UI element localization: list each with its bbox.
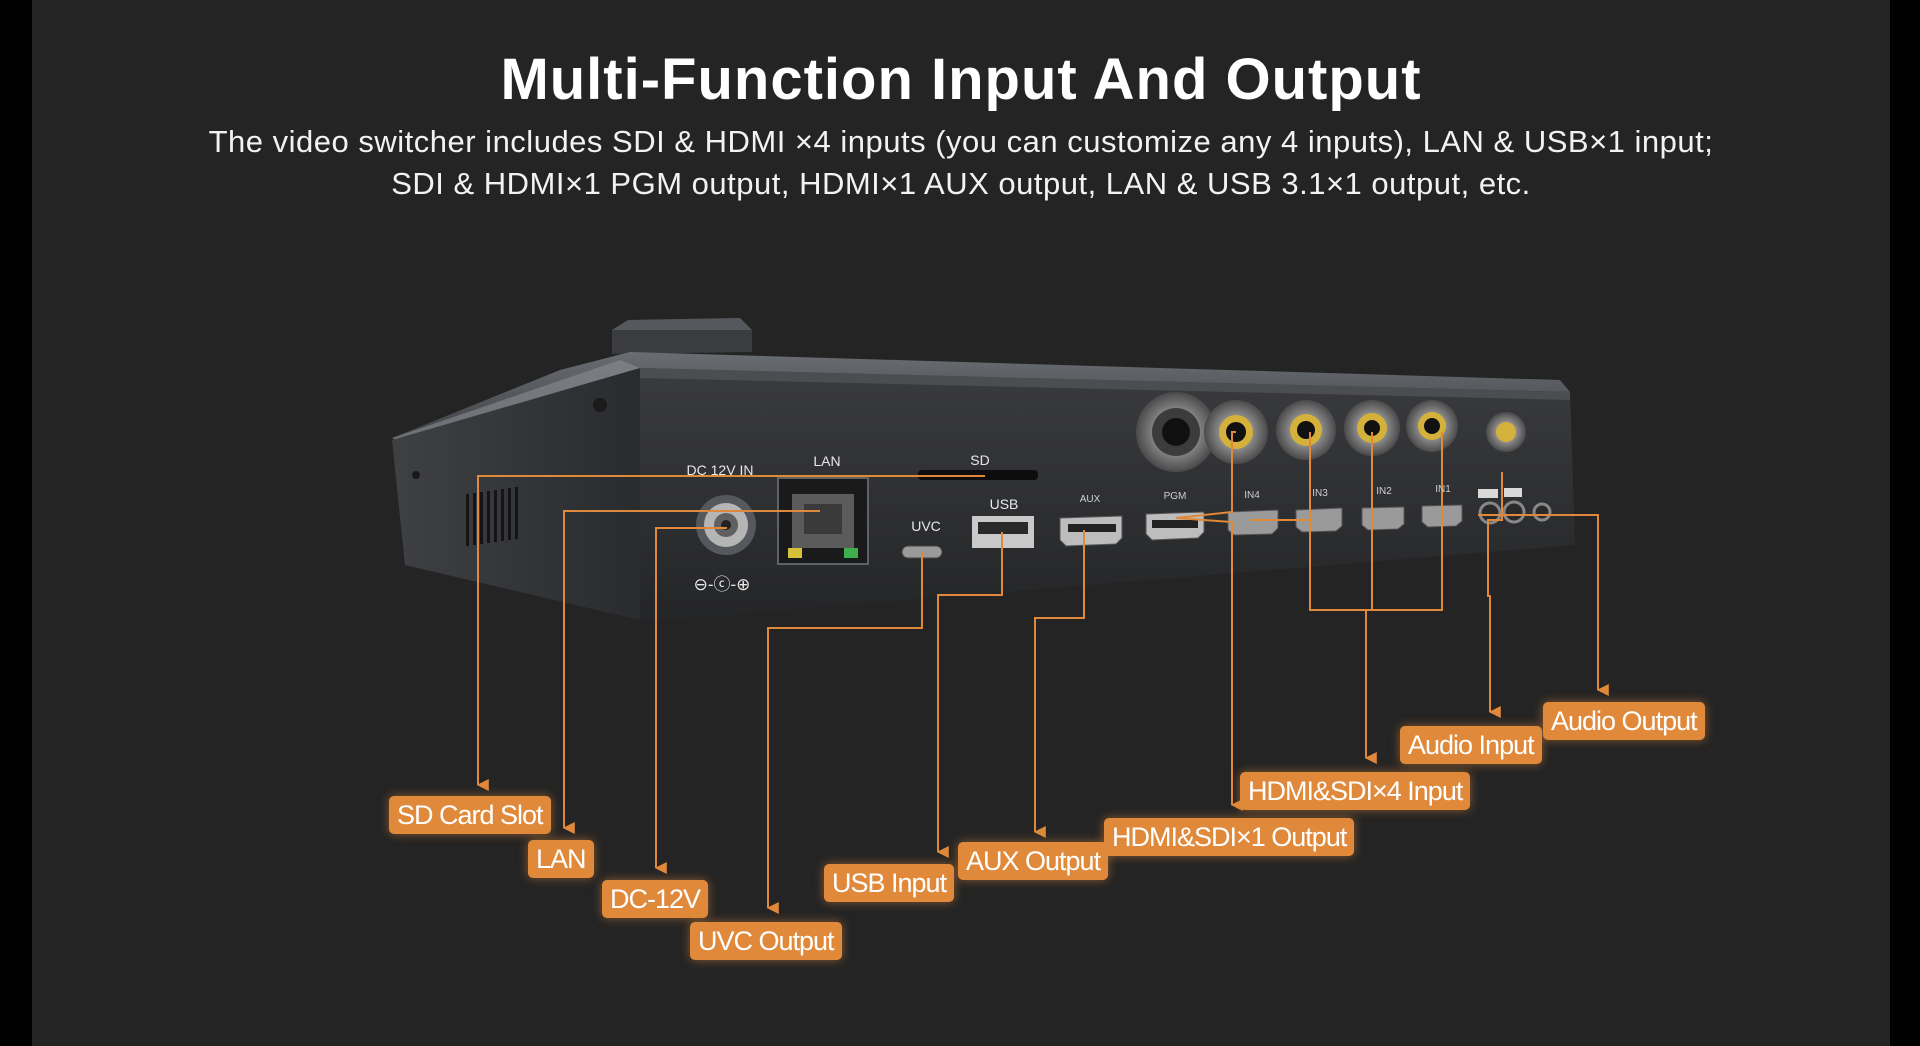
port-label-lan: LAN <box>813 453 841 469</box>
hdmi-port-in2 <box>1361 506 1405 531</box>
description-line-1: The video switcher includes SDI & HDMI ×… <box>208 124 1714 159</box>
callout-uvc-output: UVC Output <box>690 922 842 960</box>
port-label-in3: IN3 <box>1312 488 1328 499</box>
callout-audio-input: Audio Input <box>1400 726 1542 764</box>
screw-hole <box>593 398 607 412</box>
leader-line-output <box>1175 431 1243 811</box>
description-line-2: SDI & HDMI×1 PGM output, HDMI×1 AUX outp… <box>391 166 1531 201</box>
leader-line-audio-out <box>1478 514 1609 696</box>
bnc-connector-in2 <box>1344 400 1400 456</box>
port-label-in4: IN4 <box>1244 490 1260 501</box>
leader-line-aux <box>1033 530 1085 838</box>
port-label-pgm: PGM <box>1163 491 1187 502</box>
vent-grille <box>466 487 518 546</box>
leader-line-audio-in <box>1487 472 1503 718</box>
port-label-sd: SD <box>970 452 990 468</box>
bnc-connector-in3 <box>1276 400 1336 460</box>
callout-audio-output: Audio Output <box>1543 702 1705 740</box>
callout-sd-card-slot: SD Card Slot <box>389 796 551 834</box>
port-label-aux: AUX <box>1079 494 1101 505</box>
device-top-surface <box>392 352 1570 446</box>
screw-hole <box>412 471 420 479</box>
leader-line-dc <box>654 527 727 874</box>
bnc-connector-pgm <box>1136 392 1216 472</box>
top-control-bump <box>612 318 752 354</box>
page-title: Multi-Function Input And Output <box>500 47 1422 112</box>
callout-hdmi-sdi-output: HDMI&SDI×1 Output <box>1104 818 1355 856</box>
leader-line-sd <box>476 475 985 791</box>
bnc-connector-in1 <box>1406 400 1458 452</box>
callout-dc-12v: DC-12V <box>602 880 709 918</box>
leader-lines <box>476 431 1609 914</box>
callout-hdmi-sdi-input: HDMI&SDI×4 Input <box>1240 772 1471 810</box>
leader-line-usb <box>936 532 1003 858</box>
leader-line-lan <box>562 510 820 834</box>
hdmi-port-in3 <box>1295 507 1343 533</box>
lan-port <box>777 477 869 565</box>
port-label-usb: USB <box>989 496 1019 512</box>
port-label-uvc: UVC <box>911 518 941 534</box>
dc-power-jack <box>696 495 756 555</box>
polarity-symbol: ⊖-ⓒ-⊕ <box>693 575 751 594</box>
device-front-face <box>640 368 1575 622</box>
callout-aux-output: AUX Output <box>958 842 1109 880</box>
leader-line-uvc <box>766 552 923 914</box>
bnc-connector-extra <box>1486 412 1526 452</box>
callout-usb-input: USB Input <box>824 864 955 902</box>
leader-line-inputs <box>1250 432 1443 758</box>
port-label-in2: IN2 <box>1376 486 1392 497</box>
port-label-dc: DC 12V IN <box>686 462 754 478</box>
callout-lan: LAN <box>528 840 594 878</box>
port-label-in1: IN1 <box>1435 484 1451 495</box>
hdmi-port-in4 <box>1227 509 1279 536</box>
